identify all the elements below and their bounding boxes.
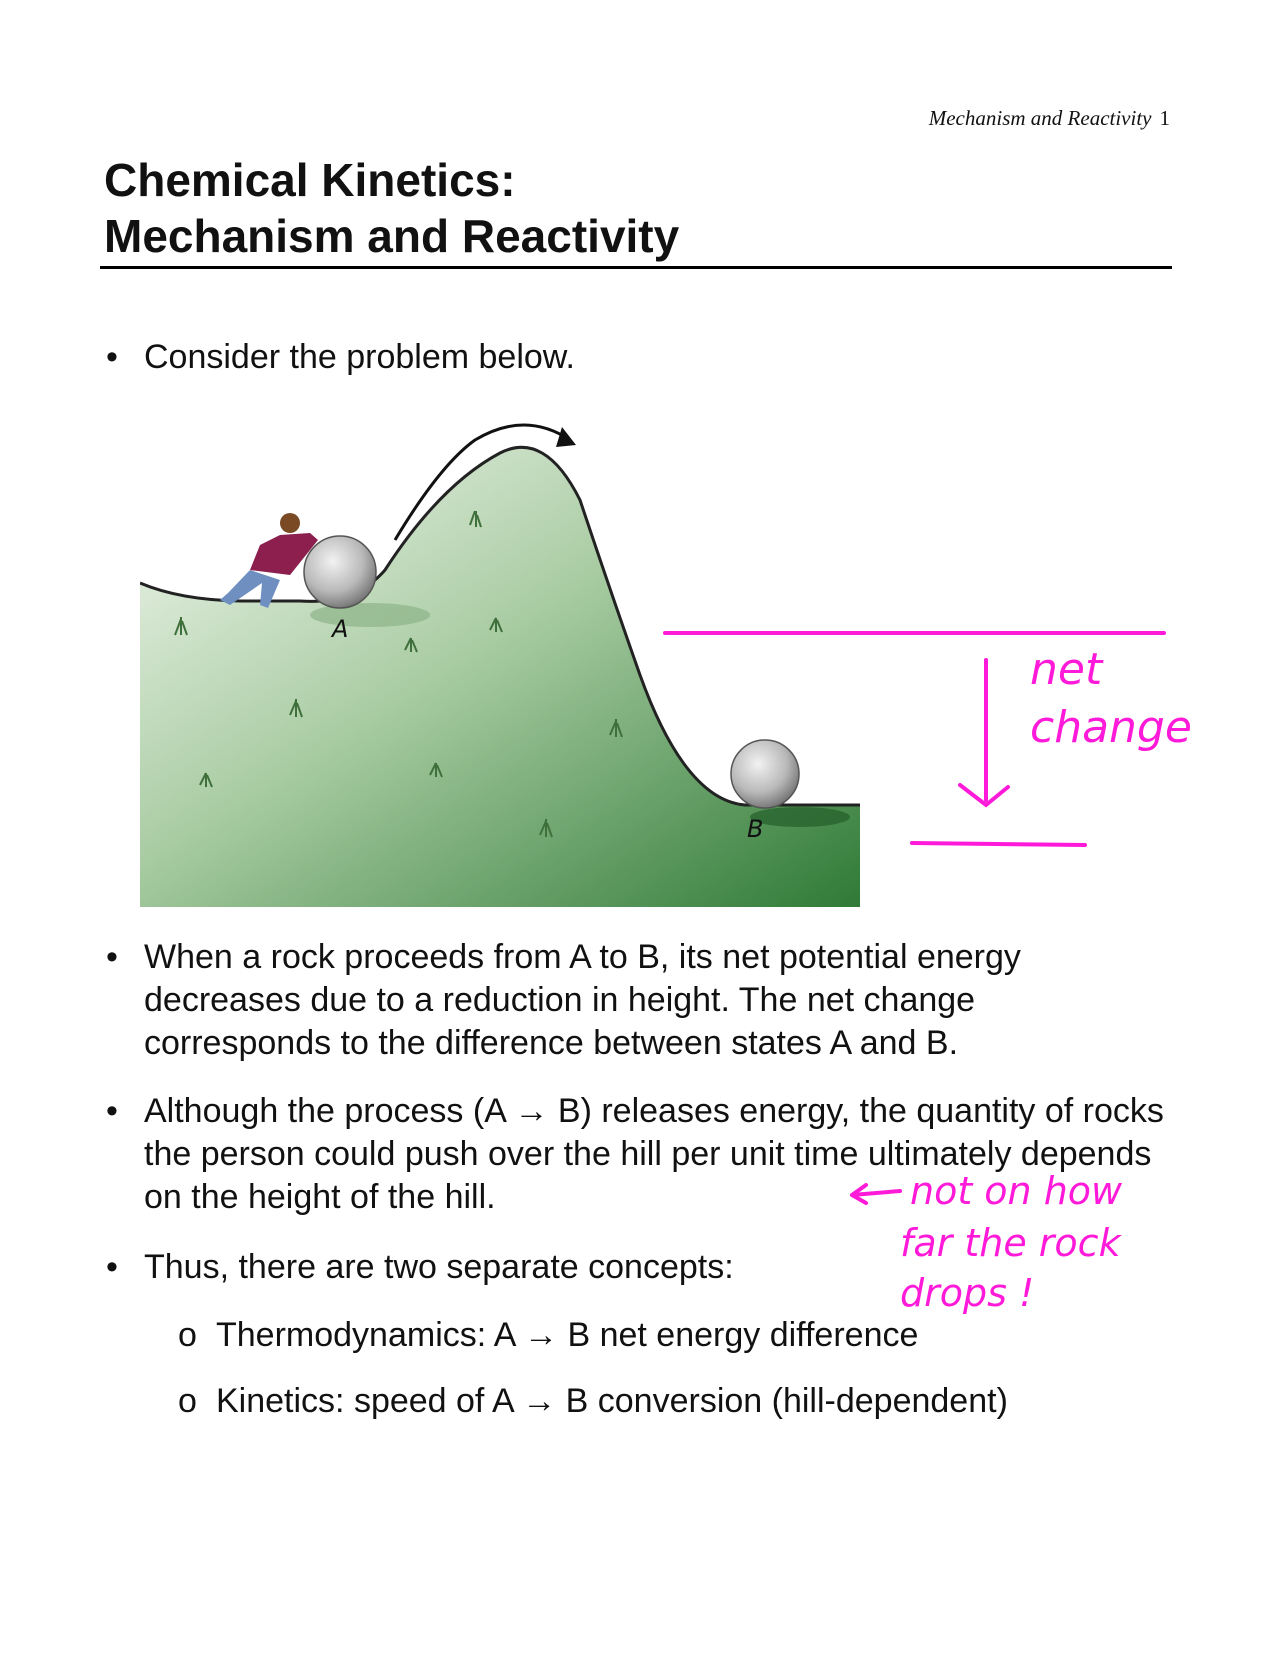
hill-outline (139, 445, 860, 807)
label-b: B (747, 815, 763, 843)
bullet-text: Thus, there are two separate concepts: (144, 1248, 734, 1286)
page-number: 1 (1159, 106, 1171, 130)
annotation-net: net (1030, 644, 1104, 695)
sub-bullet-item: o Kinetics: speed of A → B conversion (hi… (178, 1380, 1008, 1423)
annotation-note-line-3: drops ! (900, 1271, 1034, 1315)
annotation-change: change (1030, 702, 1192, 753)
sub-bullet-item: o Thermodynamics: A → B net energy differ… (178, 1314, 918, 1357)
running-header: Mechanism and Reactivity 1 (929, 106, 1170, 131)
hill-illustration: A B (139, 423, 860, 907)
bullet-text: Although the process (A → B) releases en… (144, 1092, 1164, 1216)
path-arrow-head (556, 427, 576, 447)
level-line-bottom (910, 841, 1087, 847)
hill-figure: A B (139, 405, 900, 907)
document-title: Chemical Kinetics: Mechanism and Reactiv… (104, 152, 679, 264)
annotation-note-line-2: far the rock (900, 1221, 1123, 1265)
path-arrow (393, 423, 571, 541)
label-a: A (330, 615, 348, 643)
grass-tufts (174, 510, 623, 838)
sub-bullet-text: Kinetics: speed of A → B conversion (hil… (216, 1382, 1008, 1420)
bullet-marker: • (106, 338, 118, 376)
bullet-marker: • (106, 938, 118, 976)
sub-bullet-marker: o (178, 1316, 197, 1354)
rock-b (730, 739, 800, 809)
bullet-marker: • (106, 1092, 118, 1130)
bullet-text: Consider the problem below. (144, 338, 575, 376)
title-rule (100, 266, 1172, 269)
title-line-2: Mechanism and Reactivity (104, 210, 680, 262)
title-line-1: Chemical Kinetics: (104, 154, 516, 206)
sub-bullet-text: Thermodynamics: A → B net energy differe… (216, 1316, 919, 1354)
running-title: Mechanism and Reactivity (928, 106, 1152, 130)
sub-bullet-marker: o (178, 1382, 197, 1420)
bullet-text: When a rock proceeds from A to B, its ne… (144, 938, 1021, 1062)
hill-shape (140, 447, 860, 907)
hill-pointer-arrow (850, 1183, 902, 1205)
annotation-note-line-1: not on how (910, 1169, 1123, 1213)
net-change-arrow-head (958, 783, 1010, 808)
bullet-marker: • (106, 1248, 118, 1286)
person-figure (220, 513, 318, 608)
rock-a (303, 535, 377, 609)
